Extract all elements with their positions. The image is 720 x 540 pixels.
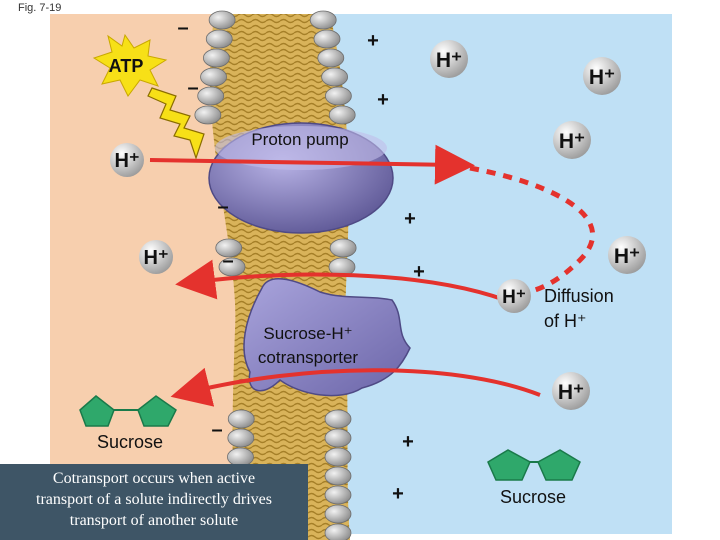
caption-line-1: Cotransport occurs when active (52, 470, 256, 487)
cotransporter-label-line1: Sucrose-H⁺ (263, 324, 352, 343)
phospholipid-head (227, 428, 255, 448)
phospholipid-head (197, 86, 225, 106)
phospholipid-head (313, 29, 341, 49)
atp-burst (92, 33, 168, 97)
positive-charge: + (413, 261, 425, 283)
h-ion (583, 57, 621, 95)
phospholipid-head (324, 447, 352, 467)
proton-pump-top (215, 126, 387, 170)
h-ion (139, 240, 173, 274)
h-ion-label: H⁺ (502, 287, 526, 308)
energy-bolt-icon (147, 87, 205, 160)
h-ion (608, 236, 646, 274)
h-ion (497, 279, 531, 313)
phospholipid-head (329, 238, 357, 258)
caption-box: Cotransport occurs when active transport… (0, 464, 308, 540)
phospholipid-head (202, 48, 230, 68)
phospholipid-head (324, 485, 352, 505)
phospholipid-head (194, 105, 222, 125)
phospholipid-head (324, 86, 352, 106)
h-ion-label: H⁺ (436, 49, 462, 72)
positive-charge: + (377, 89, 389, 111)
positive-charge: + (367, 30, 379, 52)
phospholipid-head (227, 409, 255, 429)
negative-charge: – (222, 250, 233, 272)
h-ion-label: H⁺ (144, 247, 169, 269)
cotransport-sucrose-arrow (170, 367, 541, 407)
cotransport-h-arrow (175, 259, 506, 302)
h-ion-label: H⁺ (559, 130, 585, 153)
negative-charge: – (177, 17, 188, 39)
phospholipid-head (324, 466, 352, 486)
phospholipid-head (324, 523, 352, 540)
diffusion-label-line2: of H⁺ (544, 311, 587, 331)
h-ion (552, 372, 590, 410)
sucrose-label-left: Sucrose (97, 432, 163, 452)
atp-label: ATP (109, 56, 144, 76)
phospholipid-head (328, 105, 356, 125)
figure-label: Fig. 7-19 (18, 2, 62, 14)
positive-charge: + (404, 208, 416, 230)
caption-line-3: transport of another solute (69, 512, 239, 529)
h-ion (430, 40, 468, 78)
phospholipid-head (324, 504, 352, 524)
phospholipid-head (218, 257, 246, 277)
sucrose-h-cotransporter[interactable] (243, 278, 411, 397)
h-ion (553, 121, 591, 159)
proton-pump-label: Proton pump (251, 130, 348, 149)
outer-head-groups (309, 10, 357, 540)
phospholipid-head (309, 10, 337, 30)
sucrose-label-right: Sucrose (500, 487, 566, 507)
phospholipid-head (200, 67, 227, 87)
positive-charge: + (402, 431, 414, 453)
h-ion (110, 143, 144, 177)
phospholipid-head (317, 48, 345, 68)
sucrose-molecule-left (79, 395, 177, 427)
h-ion-label: H⁺ (614, 245, 640, 268)
positive-charge: + (392, 483, 404, 505)
caption-line-2: transport of a solute indirectly drives (36, 491, 272, 508)
pump-arrow (149, 144, 475, 185)
phospholipid-head (208, 10, 236, 30)
h-ion-label: H⁺ (558, 381, 584, 404)
phospholipid-head (205, 29, 233, 49)
h-ion-label: H⁺ (589, 66, 615, 89)
negative-charge: – (211, 419, 222, 441)
phospholipid-head (324, 409, 352, 429)
cotransporter-label-line2: cotransporter (258, 348, 358, 367)
h-ions (110, 40, 646, 410)
phospholipid-head (324, 428, 352, 448)
phospholipid-head (321, 67, 349, 87)
diffusion-label-line1: Diffusion (544, 286, 614, 306)
diffusion-dashed-arrow (469, 165, 596, 293)
negative-charge: – (187, 77, 198, 99)
h-ion-label: H⁺ (115, 150, 140, 172)
phospholipid-head (215, 238, 243, 258)
sucrose-molecule-right (487, 449, 581, 481)
negative-charge: – (217, 196, 228, 218)
